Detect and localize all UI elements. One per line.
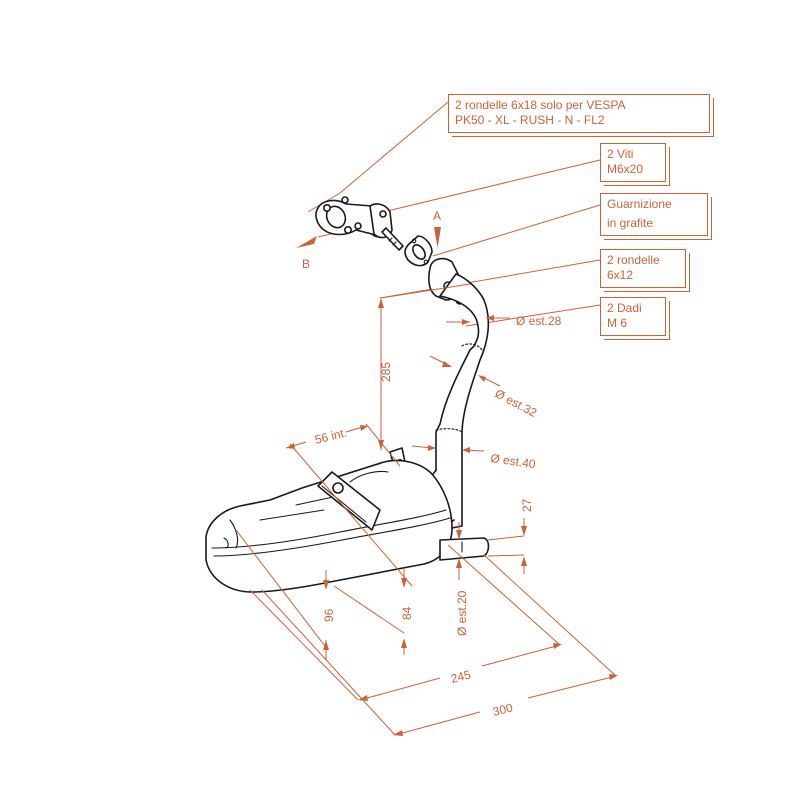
callout-gasket: Guarnizione in grafite [600,193,708,236]
silencer [205,459,490,593]
view-marker-b: B [296,236,317,271]
view-label-b: B [302,257,310,271]
view-marker-a: A [433,209,441,248]
dim-diameter-32: Ø est.32 [493,386,540,420]
dim-height-27: 27 [520,498,534,512]
dim-diameter-20: Ø est.20 [455,590,469,636]
callout-line: M 6 [607,316,628,330]
callout-line: Guarnizione [607,197,672,211]
callout-line: PK50 - XL - RUSH - N - FL2 [455,113,605,127]
callout-screws: 2 Viti M6x20 [600,143,666,182]
callout-line: 2 Dadi [607,301,642,315]
callout-line: 2 Viti [607,147,634,161]
dim-width-56: 56 int. [313,425,348,446]
inlet-flange [315,196,404,251]
dim-length-245: 245 [449,667,472,686]
callout-line: 2 rondelle [607,253,660,267]
dim-diameter-40: Ø est.40 [490,451,537,471]
dim-height-96: 96 [322,608,336,622]
callout-nuts: 2 Dadi M 6 [600,297,666,336]
callout-washers-vespa: 2 rondelle 6x18 solo per VESPA PK50 - XL… [448,94,710,133]
dim-height-285: 285 [379,362,393,382]
view-label-a: A [433,209,441,223]
callout-line: 2 rondelle 6x18 solo per VESPA [455,98,626,112]
dimension-lines [235,283,618,736]
dim-length-300: 300 [491,700,514,719]
callout-washers: 2 rondelle 6x12 [600,249,686,288]
callout-line: in grafite [607,216,654,230]
callout-line: 6x12 [607,268,634,282]
dim-diameter-28: Ø est.28 [516,314,562,328]
callout-line: M6x20 [607,162,644,176]
graphite-gasket [404,235,433,267]
dim-height-84: 84 [400,606,414,620]
